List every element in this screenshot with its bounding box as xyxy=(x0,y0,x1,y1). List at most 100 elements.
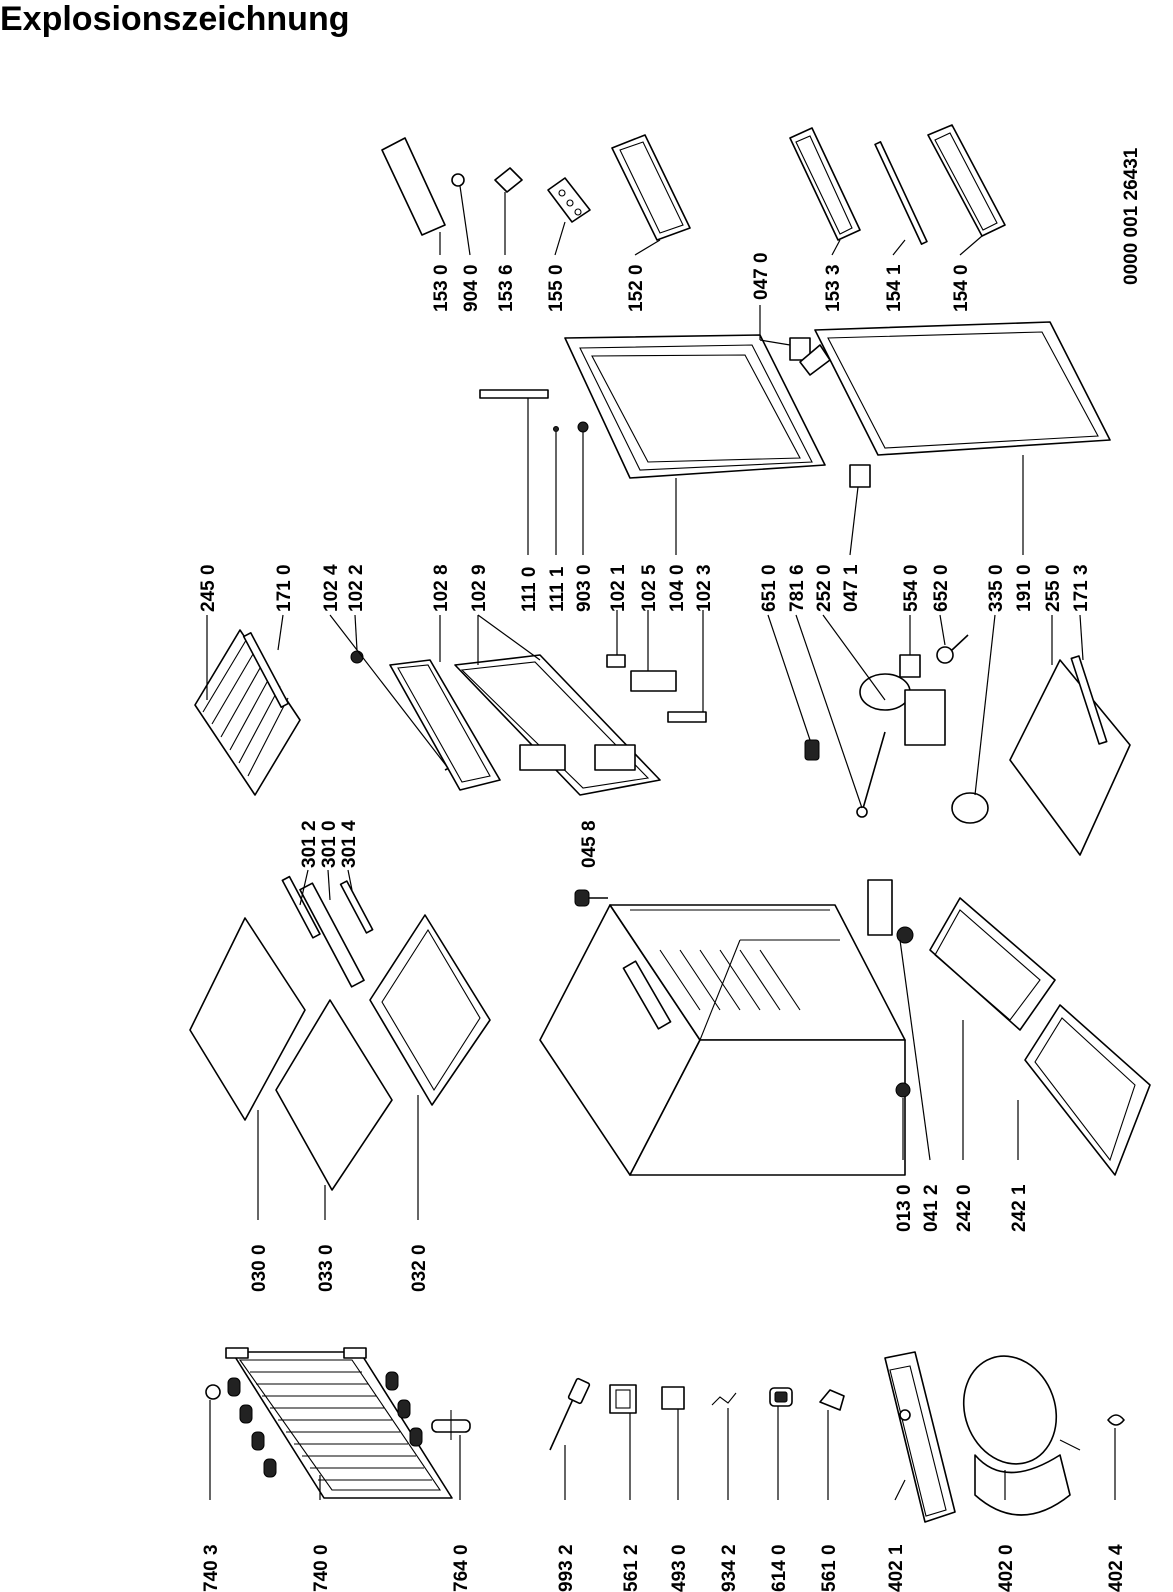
label-1536: 153 6 xyxy=(496,264,517,312)
label-7816: 781 6 xyxy=(787,564,808,612)
label-6140: 614 0 xyxy=(769,1544,790,1592)
label-7403: 740 3 xyxy=(201,1544,222,1592)
label-1024: 102 4 xyxy=(321,564,342,612)
part-2420-crisper-drawer xyxy=(929,897,1056,1031)
part-3012-rail xyxy=(281,875,321,939)
label-0470: 047 0 xyxy=(751,252,772,300)
label-5540: 554 0 xyxy=(901,564,922,612)
label-2550: 255 0 xyxy=(1043,564,1064,612)
part-2450-wire-grid xyxy=(194,629,301,796)
leader-lines xyxy=(206,185,1116,1501)
label-0458: 045 8 xyxy=(579,820,600,868)
part-1028-freezer-flap xyxy=(389,659,501,791)
part-1021-clip xyxy=(606,654,626,668)
label-1710: 171 0 xyxy=(274,564,295,612)
part-9040-stop xyxy=(451,173,465,187)
part-1530-door-bar xyxy=(381,137,446,236)
part-1713-profile xyxy=(1070,655,1108,745)
label-1533: 153 3 xyxy=(823,264,844,312)
label-7640: 764 0 xyxy=(451,1544,472,1592)
page-title: Explosionszeichnung xyxy=(0,0,350,38)
part-1541-profile xyxy=(874,141,928,245)
label-0412: 041 2 xyxy=(921,1184,942,1232)
label-2420: 242 0 xyxy=(954,1184,975,1232)
label-3014: 301 4 xyxy=(339,820,360,868)
label-9342: 934 2 xyxy=(719,1544,740,1592)
label-1540: 154 0 xyxy=(951,264,972,312)
label-1028: 102 8 xyxy=(431,564,452,612)
part-1533-door-tray xyxy=(789,127,861,241)
label-1111: 111 1 xyxy=(547,566,568,612)
part-6510-thermostat xyxy=(804,739,820,761)
part-9932-cable xyxy=(549,1377,591,1451)
part-2421-crisper-drawer xyxy=(1024,1004,1151,1176)
label-1110: 111 0 xyxy=(519,567,540,612)
label-1029: 102 9 xyxy=(469,564,490,612)
part-0412-hinge xyxy=(867,879,914,944)
part-4024-clamp xyxy=(1107,1414,1125,1426)
label-1023: 102 3 xyxy=(694,564,715,612)
label-1040: 104 0 xyxy=(667,564,688,612)
part-1110-strip xyxy=(479,389,549,399)
label-2421: 242 1 xyxy=(1009,1184,1030,1232)
part-9342-wire xyxy=(711,1392,737,1406)
part-4020-compressor xyxy=(962,1355,1081,1516)
label-0471: 047 1 xyxy=(841,564,862,612)
part-1111-screw xyxy=(553,426,559,432)
part-5612-relay xyxy=(609,1384,637,1414)
label-6510: 651 0 xyxy=(759,564,780,612)
part-0320-crisper-cover xyxy=(369,914,491,1106)
part-1536-clip xyxy=(494,167,523,193)
label-1021: 102 1 xyxy=(608,564,629,612)
part-cabinet xyxy=(539,904,906,1176)
part-6140-grommet xyxy=(769,1387,793,1407)
part-3350-knob xyxy=(951,792,989,824)
part-5610-plug xyxy=(819,1389,845,1411)
part-condenser xyxy=(225,1347,453,1499)
label-9030: 903 0 xyxy=(574,564,595,612)
part-1910-door-gasket xyxy=(814,321,1111,456)
label-0130: 013 0 xyxy=(894,1184,915,1232)
part-1040-inner-door xyxy=(564,334,826,479)
label-1520: 152 0 xyxy=(626,264,647,312)
part-1550-egg-tray xyxy=(547,177,591,223)
part-1710-profile xyxy=(242,632,290,708)
label-0330: 033 0 xyxy=(316,1244,337,1292)
label-2520: 252 0 xyxy=(814,564,835,612)
label-1713: 171 3 xyxy=(1071,564,1092,612)
label-0300: 030 0 xyxy=(249,1244,270,1292)
label-7400: 740 0 xyxy=(311,1544,332,1592)
part-3010-rail xyxy=(299,882,365,988)
label-1541: 154 1 xyxy=(884,264,905,312)
part-4021-base-plate xyxy=(884,1351,956,1523)
label-3350: 335 0 xyxy=(986,564,1007,612)
part-0330-glass-shelf xyxy=(275,999,393,1191)
label-9040: 904 0 xyxy=(461,264,482,312)
part-1540-door-tray xyxy=(927,124,1006,237)
label-1025: 102 5 xyxy=(639,564,660,612)
part-labels: 740 3 740 0 764 0 993 2 561 2 493 0 934 … xyxy=(198,252,1127,1592)
part-2550-glass-shelf xyxy=(1009,659,1131,856)
label-3010: 301 0 xyxy=(319,820,340,868)
part-6520-lamp xyxy=(936,634,969,664)
part-1029-freezer-compartment xyxy=(454,654,661,796)
label-1022: 102 2 xyxy=(346,564,367,612)
part-2520-lamp-housing xyxy=(859,673,946,746)
label-5612: 561 2 xyxy=(621,1544,642,1592)
part-1023-tray xyxy=(667,711,707,723)
label-1910: 191 0 xyxy=(1014,564,1035,612)
part-1025-label xyxy=(630,670,677,692)
part-0470-hinge xyxy=(789,337,831,376)
part-0458-hinge-pin xyxy=(574,889,608,907)
label-2450: 245 0 xyxy=(198,564,219,612)
part-0130-foot xyxy=(895,1082,911,1098)
part-1520-door-tray xyxy=(611,134,691,241)
part-5540-switch xyxy=(899,654,921,678)
label-9932: 993 2 xyxy=(556,1544,577,1592)
part-7403-clip xyxy=(205,1384,221,1400)
label-3012: 301 2 xyxy=(299,820,320,868)
part-7640-dryer xyxy=(431,1410,471,1440)
label-4024: 402 4 xyxy=(1106,1544,1127,1592)
label-4021: 402 1 xyxy=(886,1544,907,1592)
